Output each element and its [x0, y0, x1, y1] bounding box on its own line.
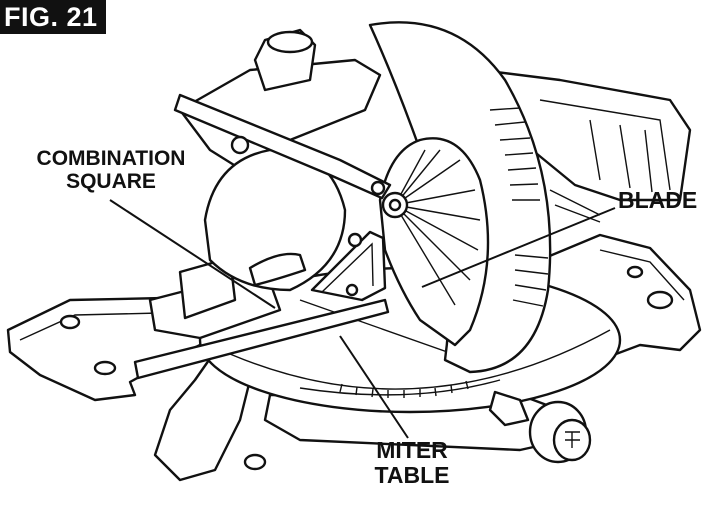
combination-square-label: COMBINATION SQUARE — [26, 147, 196, 193]
blade-label: BLADE — [618, 187, 698, 213]
miter-table-label-line1: MITER — [376, 437, 448, 463]
leader-miter-table — [339, 335, 409, 439]
combination-square-label-line1: COMBINATION — [36, 147, 186, 170]
saw-handle — [173, 93, 392, 200]
saw-arm-assembly — [178, 28, 692, 292]
leader-combination-square — [109, 199, 276, 309]
miter-table-label-line2: TABLE — [374, 461, 450, 488]
saw-blade — [368, 21, 552, 374]
leader-blade — [421, 207, 616, 288]
combination-square-label-line2: SQUARE — [66, 169, 156, 193]
figure-label: FIG. 21 — [0, 0, 106, 34]
miter-table-label: MITER TABLE — [366, 438, 458, 488]
miter-lock-knob — [488, 390, 592, 464]
combination-square — [133, 230, 390, 380]
